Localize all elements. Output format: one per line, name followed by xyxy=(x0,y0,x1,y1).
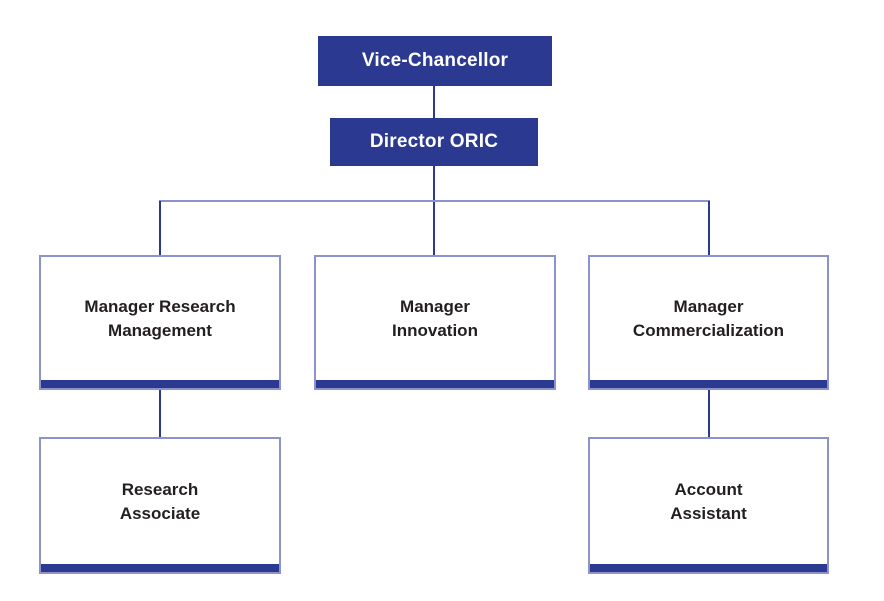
node-director-oric-label: Director ORIC xyxy=(369,131,499,152)
node-manager-commercialization-label: Manager Commercialization xyxy=(632,296,785,340)
node-manager-innovation-label: Manager Innovation xyxy=(392,296,478,340)
edge-rail-to-manager-research xyxy=(159,201,161,255)
node-research-associate-label: Research Associate xyxy=(119,479,201,523)
edge-rail-to-manager-commercialization xyxy=(708,201,710,255)
node-vice-chancellor: Vice-Chancellor xyxy=(318,36,552,86)
node-research-associate: Research Associate xyxy=(39,437,281,574)
node-manager-research-management-label: Manager Research Management xyxy=(84,296,236,340)
edge-manager-research-to-research-associate xyxy=(159,390,161,437)
node-manager-research-management: Manager Research Management xyxy=(39,255,281,390)
node-account-assistant: Account Assistant xyxy=(588,437,829,574)
edge-horizontal-rail xyxy=(159,200,710,202)
node-manager-commercialization: Manager Commercialization xyxy=(588,255,829,390)
edge-director-to-rail xyxy=(433,166,435,255)
node-manager-innovation: Manager Innovation xyxy=(314,255,556,390)
edge-vice-chancellor-director xyxy=(433,86,435,119)
edge-manager-commercialization-to-account-assistant xyxy=(708,390,710,437)
node-vice-chancellor-label: Vice-Chancellor xyxy=(361,50,509,71)
node-director-oric: Director ORIC xyxy=(330,118,538,166)
node-account-assistant-label: Account Assistant xyxy=(670,479,747,523)
